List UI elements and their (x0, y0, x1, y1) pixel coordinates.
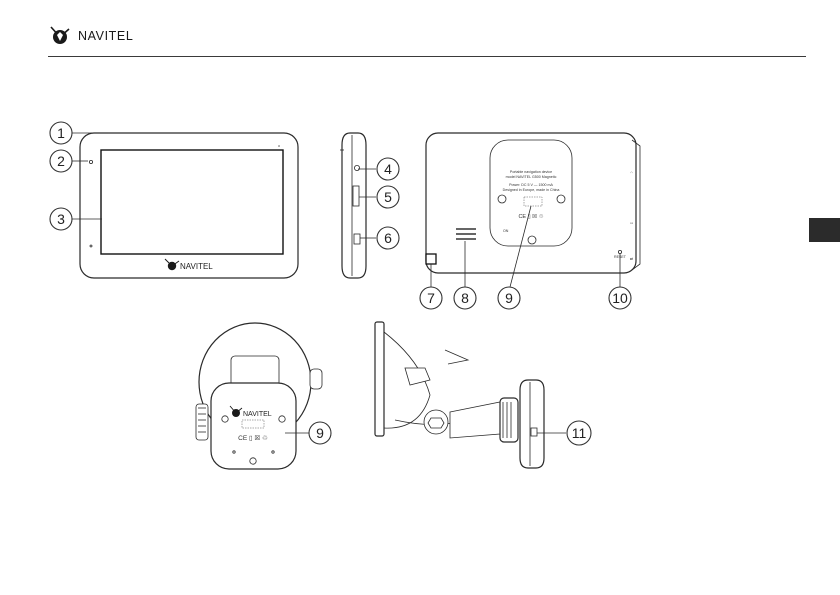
device-front-view: o NAVITEL (79, 132, 299, 279)
svg-text:10: 10 (612, 290, 628, 306)
speaker-grille (456, 228, 476, 240)
sd-card-slot (352, 185, 360, 207)
callout-6: 6 (376, 226, 400, 250)
callout-9-mount: 9 (308, 421, 332, 445)
usb-port (353, 233, 361, 245)
svg-text:ON: ON (503, 229, 509, 233)
brand-name: NAVITEL (78, 29, 134, 43)
svg-text:▭: ▭ (630, 221, 634, 225)
callout-10: 10 (608, 286, 632, 310)
svg-text:6: 6 (384, 230, 392, 246)
svg-text:3: 3 (57, 211, 65, 227)
callout-5: 5 (376, 185, 400, 209)
callout-3: 3 (49, 207, 73, 231)
device-back-view: ◠ ▭ ⇄ Portable navigation device model N… (425, 132, 641, 274)
certification-marks: CE ▯ ☒ ♲ (518, 213, 543, 220)
navitel-logo-icon (50, 26, 70, 44)
svg-text:8: 8 (461, 290, 469, 306)
svg-text:4: 4 (384, 161, 392, 177)
callout-2: 2 (49, 149, 73, 173)
svg-text:5: 5 (384, 189, 392, 205)
svg-text:7: 7 (427, 290, 435, 306)
device-screen (100, 149, 284, 255)
svg-text:⇄: ⇄ (630, 256, 634, 261)
chapter-tab (809, 218, 840, 242)
svg-text:11: 11 (572, 425, 587, 441)
screen-logo-text: NAVITEL (180, 262, 213, 271)
svg-text:2: 2 (57, 153, 65, 169)
svg-text:Power: DC 5 V — 1500 mA: Power: DC 5 V — 1500 mA (509, 183, 553, 187)
svg-text:Designed in Europe, made in Ch: Designed in Europe, made in China (503, 188, 560, 192)
mount-back-view: NAVITEL CE ▯ ☒ ♲ (195, 322, 323, 470)
mount-side-view (374, 321, 545, 469)
mount-logo-icon (229, 405, 243, 417)
header-divider (48, 56, 806, 57)
device-side-view (340, 132, 367, 279)
svg-text:CE ▯ ☒ ♲: CE ▯ ☒ ♲ (238, 434, 268, 442)
leader-lines (72, 132, 621, 434)
headphone-jack (353, 164, 360, 171)
reset-hole (618, 249, 623, 254)
svg-text:model NAVITEL G500 Magnetic: model NAVITEL G500 Magnetic (506, 175, 557, 179)
callout-1: 1 (49, 121, 73, 145)
power-button (425, 253, 437, 265)
svg-text:Portable navigation device: Portable navigation device (510, 170, 552, 174)
svg-text:1: 1 (57, 125, 65, 141)
device-label: Portable navigation device model NAVITEL… (503, 170, 560, 192)
callout-4: 4 (376, 157, 400, 181)
header-brand: NAVITEL (48, 24, 133, 48)
callout-11: 11 (566, 420, 592, 446)
svg-text:9: 9 (505, 290, 513, 306)
svg-text:9: 9 (316, 425, 324, 441)
screen-logo-icon (164, 258, 180, 271)
mount-plate (489, 139, 573, 247)
svg-text:◠: ◠ (630, 171, 634, 175)
svg-text:o: o (278, 144, 280, 148)
callout-8: 8 (453, 286, 477, 310)
mount-logo-text: NAVITEL (243, 411, 272, 418)
callout-9: 9 (497, 286, 521, 310)
callout-7: 7 (419, 286, 443, 310)
